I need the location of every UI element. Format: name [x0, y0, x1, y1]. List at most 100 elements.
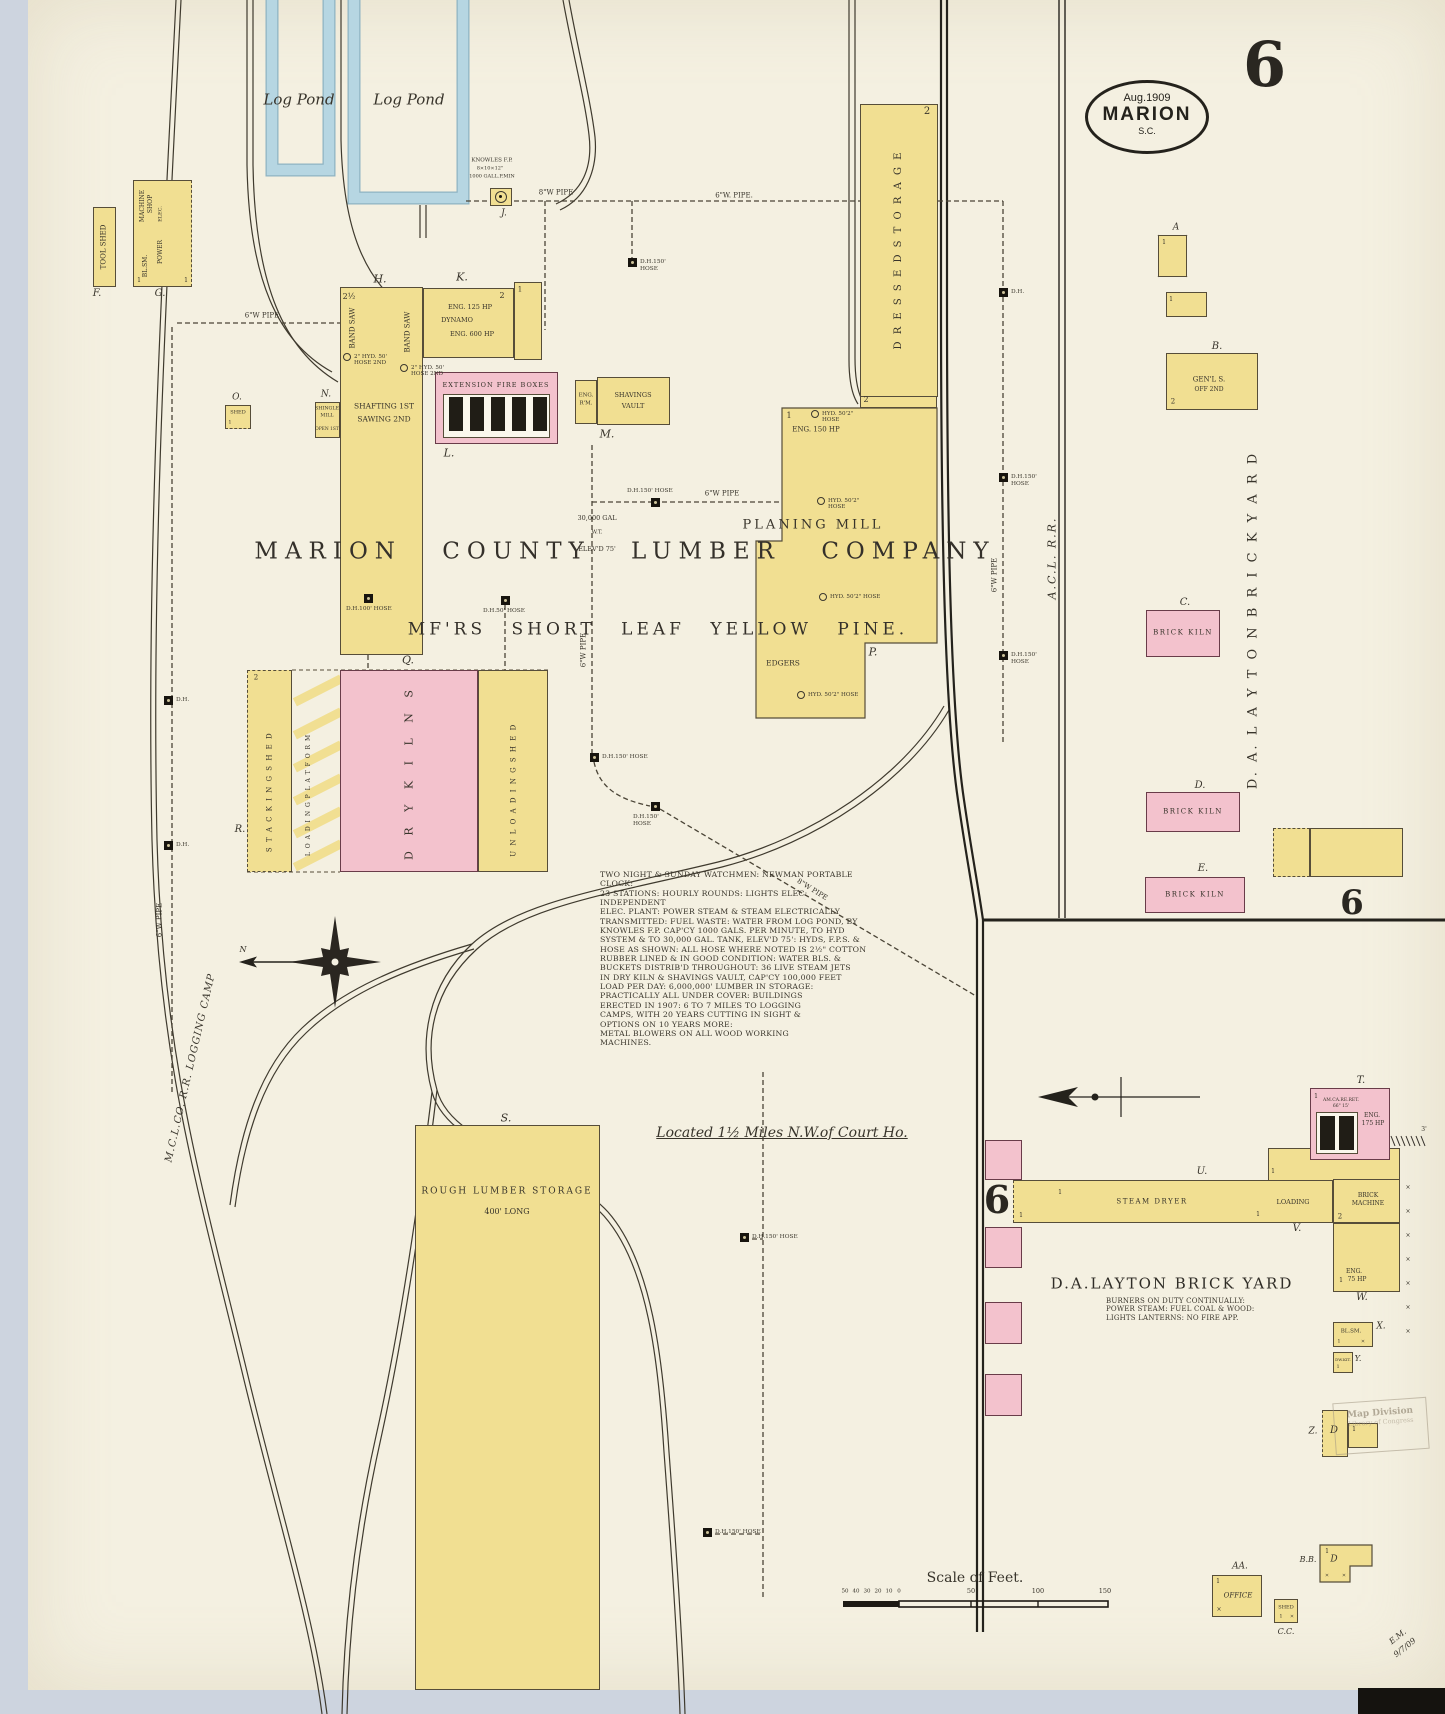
map-label: 1	[1325, 1548, 1329, 1555]
map-label: 1	[1336, 1364, 1340, 1370]
map-label: SHINGLE	[314, 406, 340, 412]
bldg-y	[1333, 1352, 1353, 1373]
map-label: MACHINE	[139, 189, 146, 223]
map-label: A.C.L. R.R.	[1045, 516, 1059, 600]
map-label: W.	[1356, 1292, 1368, 1303]
map-label: MARION COUNTY LUMBER COMPANY	[254, 538, 996, 565]
map-label: 2	[499, 291, 505, 300]
hydrant-label: 2" HYD. 50' HOSE 2ND	[411, 365, 444, 378]
map-label: O.	[232, 392, 242, 403]
hydrant-symbol	[819, 593, 827, 601]
hydrant-symbol	[797, 691, 805, 699]
map-label: 0	[897, 1588, 901, 1595]
map-label: AA.	[1232, 1561, 1248, 1572]
map-label: F.	[92, 288, 102, 299]
loading-ramp	[292, 806, 344, 839]
map-label: X.	[1376, 1321, 1386, 1332]
map-label: S.	[500, 1111, 512, 1125]
map-label: R.	[234, 824, 246, 835]
map-label: ROUGH LUMBER STORAGE	[421, 1186, 593, 1197]
tool-shed	[93, 207, 116, 287]
map-label: ENG. 600 HP	[449, 329, 495, 338]
map-label: 1	[1256, 1211, 1260, 1218]
loading-ramp	[292, 740, 344, 773]
map-label: 1	[184, 277, 188, 284]
map-label: Y.	[1354, 1354, 1362, 1363]
sawmill-h	[340, 287, 423, 655]
log-pond-outline	[265, 0, 470, 205]
map-label: ×	[1405, 1232, 1411, 1239]
map-label: M.	[599, 427, 615, 441]
map-label: 6"W. PIPE.	[715, 191, 753, 200]
loading-ramp	[292, 773, 344, 806]
map-label: GEN'L S.	[1192, 375, 1226, 384]
scan-corner-shadow	[1358, 1688, 1445, 1714]
bldg-a2	[1166, 292, 1207, 317]
hydrant-symbol	[400, 364, 408, 372]
fire-pump-symbol	[495, 191, 507, 203]
map-label: 1	[137, 277, 141, 284]
stacking-shed-r	[247, 670, 292, 872]
boiler	[449, 397, 463, 431]
scale-bar	[843, 1600, 1109, 1608]
double-hydrant-label: D.H.150' HOSE	[602, 754, 648, 760]
map-label: S T A C K I N G S H E D	[265, 731, 274, 853]
shed-right-edge	[1310, 828, 1403, 877]
blacksmith-x	[1333, 1322, 1373, 1347]
double-hydrant-label: D.H.150' HOSE	[715, 1529, 761, 1535]
water-pipe-lines	[171, 200, 1004, 1598]
map-label: 6	[1340, 883, 1364, 923]
yard-building	[985, 1302, 1022, 1344]
inset-boundary	[939, 0, 1445, 1632]
double-hydrant-marker	[163, 695, 173, 705]
map-label: PLANING MILL	[742, 517, 884, 533]
map-label: N.	[320, 389, 332, 400]
map-label: B.	[1211, 341, 1223, 352]
double-hydrant-label: D.H.50' HOSE	[483, 608, 526, 614]
location-note: Located 1½ Miles N.W.of Court Ho.	[656, 1125, 908, 1141]
map-label: MF'RS SHORT LEAF YELLOW PINE.	[407, 619, 909, 640]
map-label: ×	[1405, 1280, 1411, 1287]
map-label: BL.SM.	[1340, 1328, 1362, 1335]
map-label: MACHINE	[1351, 1200, 1385, 1207]
map-label: EDGERS	[766, 658, 800, 668]
dwelling-z	[1322, 1410, 1348, 1457]
map-label: 1	[1169, 296, 1173, 303]
map-label: L.	[443, 446, 455, 460]
hydrant-label: HYD. 50'2" HOSE	[828, 498, 860, 511]
map-label: VAULT	[621, 401, 645, 410]
bldg-z2	[1348, 1423, 1378, 1448]
map-label: DW.KIT.	[1335, 1357, 1351, 1362]
map-label: W.T.	[591, 529, 603, 536]
stamp-state: S.C.	[1138, 126, 1156, 136]
boiler	[533, 397, 547, 431]
double-hydrant-label: D.H.100' HOSE	[346, 606, 392, 612]
map-label: 20	[874, 1588, 882, 1595]
boiler	[470, 397, 484, 431]
map-label: ENG.	[1363, 1112, 1381, 1119]
brick-yard-title: D.A.LAYTON BRICK YARD	[1050, 1274, 1294, 1293]
publisher-date-stamp: Aug.1909 MARION S.C.	[1085, 80, 1209, 154]
loading-ramp	[292, 674, 344, 707]
map-label: P.	[868, 645, 878, 659]
map-label: 2	[923, 106, 931, 117]
double-hydrant-marker	[998, 287, 1008, 297]
map-label: 1	[1279, 1613, 1283, 1620]
map-label: ENG.	[1345, 1268, 1363, 1275]
loading-ramp	[292, 707, 344, 740]
double-hydrant-marker	[998, 650, 1008, 660]
acl-railroad-line	[1058, 0, 1066, 918]
boiler	[1320, 1116, 1335, 1150]
yard-building	[985, 1227, 1022, 1268]
map-label: 2½	[342, 292, 356, 301]
map-label: POWER	[157, 239, 164, 265]
map-label: ELEV'D 75'	[578, 544, 616, 553]
map-label: SHED	[1278, 1604, 1294, 1611]
hydrant-label: HYD. 50'2" HOSE	[808, 692, 859, 698]
map-label: 1	[786, 411, 792, 420]
boiler	[1339, 1116, 1354, 1150]
map-label: ×	[1289, 1613, 1295, 1620]
brick-kiln-e	[1145, 877, 1245, 913]
shavings-engine-room	[575, 380, 597, 424]
double-hydrant-marker	[739, 1232, 749, 1242]
